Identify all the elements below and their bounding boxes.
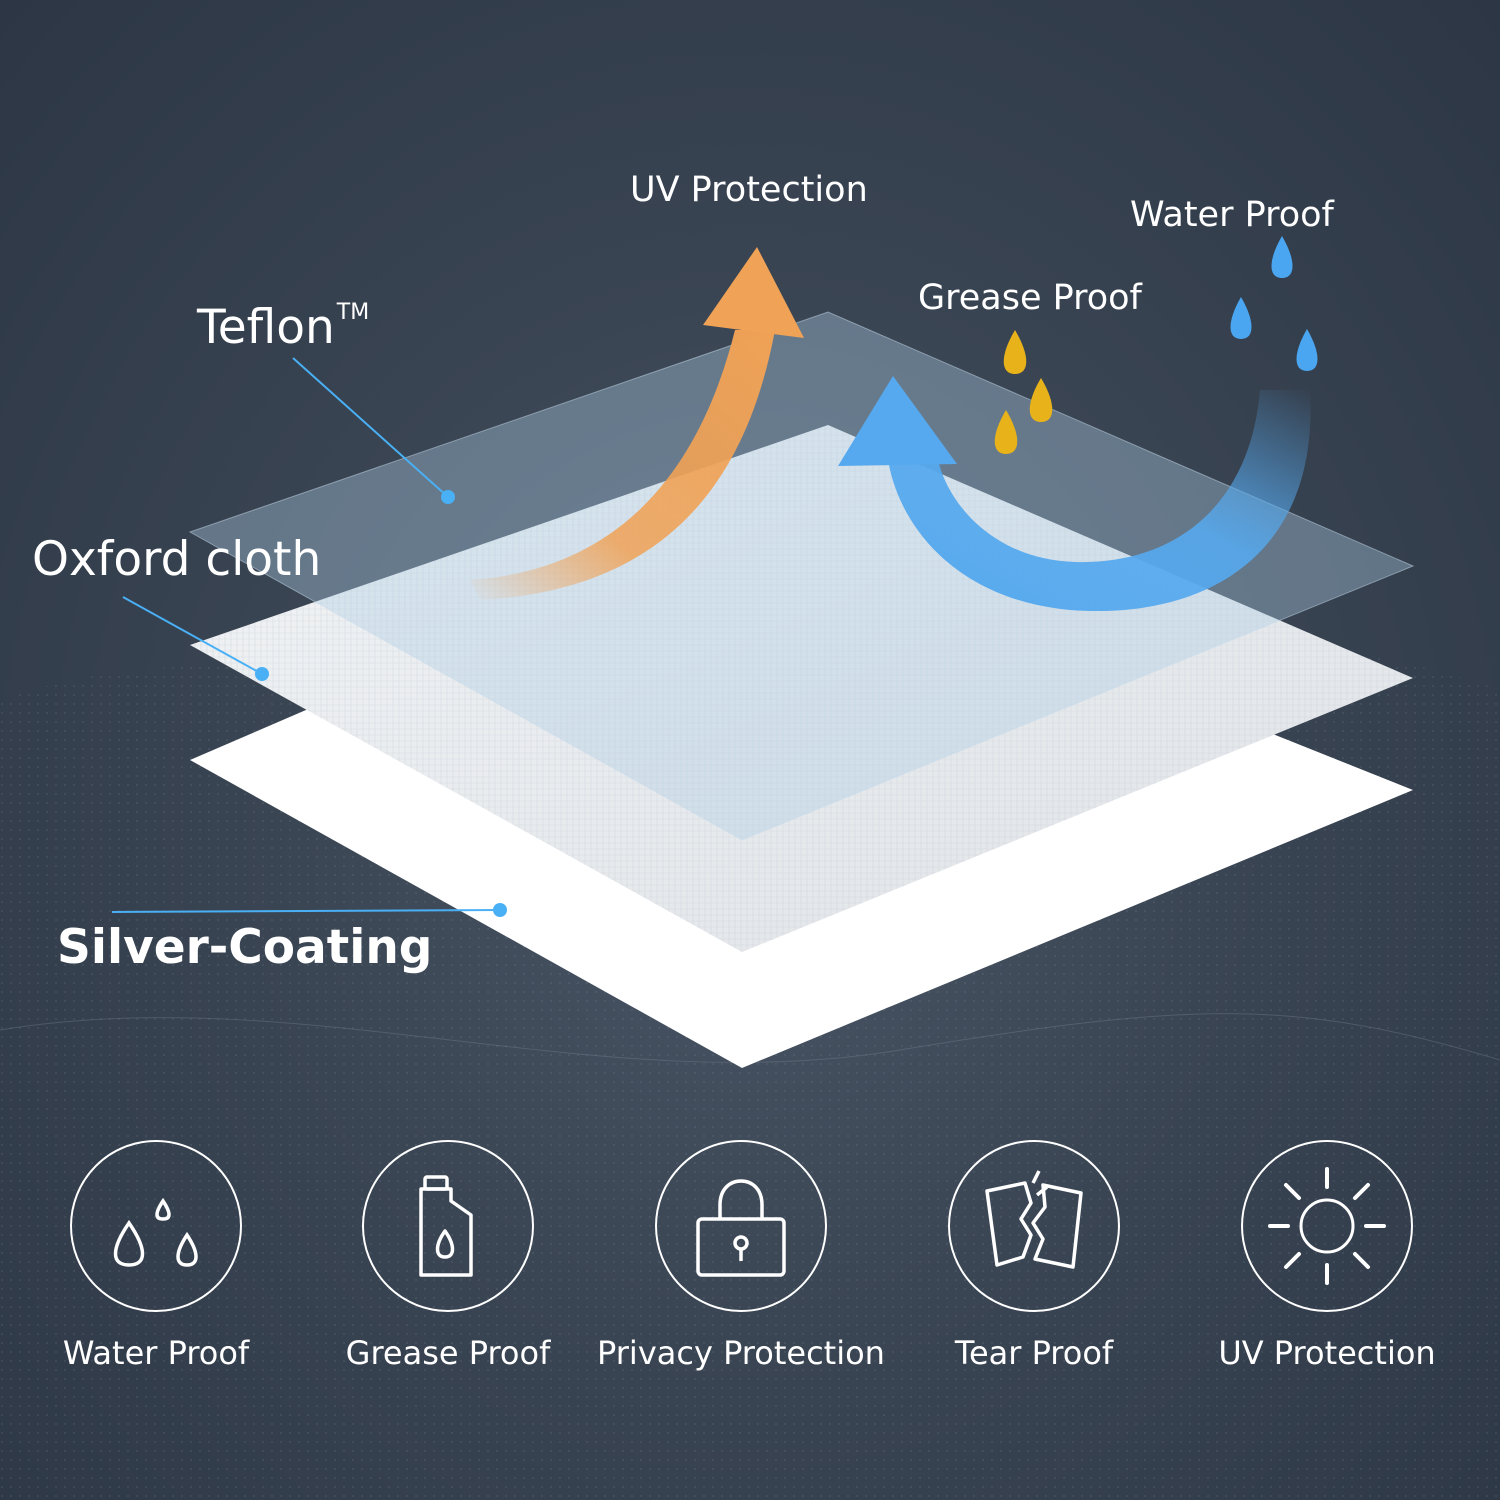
feature-tear-proof: Tear Proof <box>889 1140 1179 1380</box>
oil-drops <box>994 330 1053 454</box>
uv-protection-label: UV Protection <box>630 170 868 210</box>
oxford-leader-dot <box>255 667 269 681</box>
silver-coating-label: Silver-Coating <box>57 920 433 975</box>
oil-drop <box>1029 378 1053 422</box>
uv-arrowhead <box>703 247 804 338</box>
water-drop <box>1230 297 1252 339</box>
silver-leader-dot <box>493 903 507 917</box>
leader-lines <box>111 357 507 917</box>
feature-icon-ring <box>1241 1140 1413 1312</box>
feature-icon-ring <box>362 1140 534 1312</box>
feature-privacy-protection: Privacy Protection <box>596 1140 886 1380</box>
feature-icon-ring <box>655 1140 827 1312</box>
teflon-leader-dot <box>441 490 455 504</box>
feature-label: Privacy Protection <box>597 1334 885 1372</box>
water-drops <box>1230 236 1318 371</box>
oxford-cloth-label: Oxford cloth <box>32 532 322 587</box>
oil-bottle-icon <box>419 1175 473 1277</box>
feature-grease-proof: Grease Proof <box>303 1140 593 1380</box>
trademark-mark: TM <box>336 300 370 325</box>
water-drop <box>1296 329 1318 371</box>
teflon-leader <box>292 357 449 498</box>
oil-drop <box>994 410 1018 454</box>
padlock-icon <box>696 1179 786 1277</box>
uv-arrow <box>470 330 775 600</box>
feature-label: UV Protection <box>1218 1334 1436 1372</box>
teflon-label: TeflonTM <box>197 300 369 355</box>
feature-label: Tear Proof <box>954 1334 1114 1372</box>
water-drop <box>1271 236 1293 278</box>
silver-leader <box>111 909 501 913</box>
sun-icon <box>1268 1167 1386 1285</box>
water-arrow <box>888 390 1311 612</box>
background-wave <box>0 1013 1500 1063</box>
torn-sheet-icon <box>985 1170 1083 1269</box>
feature-water-proof: Water Proof <box>11 1140 301 1380</box>
water-drops-icon <box>113 1197 198 1267</box>
water-arrowhead <box>838 376 957 466</box>
feature-label: Grease Proof <box>345 1334 551 1372</box>
oxford-leader <box>122 596 263 675</box>
water-proof-label: Water Proof <box>1130 195 1334 235</box>
feature-uv-protection: UV Protection <box>1182 1140 1472 1380</box>
feature-label: Water Proof <box>62 1334 250 1372</box>
oxford-cloth-texture <box>190 425 1413 952</box>
teflon-label-text: Teflon <box>197 300 335 355</box>
oil-drop <box>1003 330 1027 374</box>
feature-icon-ring <box>70 1140 242 1312</box>
grease-proof-label: Grease Proof <box>918 278 1142 318</box>
teflon-layer <box>188 311 1415 841</box>
feature-icon-ring <box>948 1140 1120 1312</box>
